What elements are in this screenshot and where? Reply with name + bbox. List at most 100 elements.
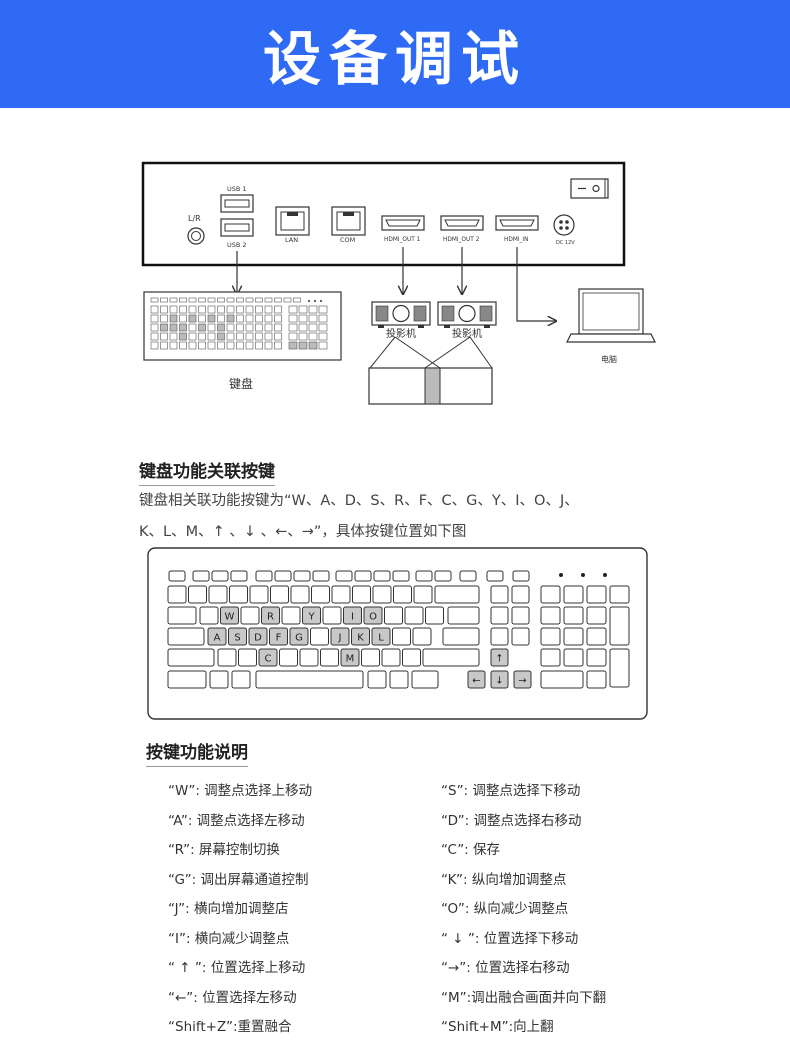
projector2-label: 投影机 [452,327,482,340]
mini-key [226,323,235,332]
key [389,670,409,689]
key-label: R [267,612,274,623]
mini-key [169,341,178,350]
mini-key [188,305,197,314]
key [270,585,289,604]
key [249,585,269,604]
key-i: I [343,606,362,625]
key [586,670,607,689]
key [413,585,433,604]
keyboard-label: 键盘 [229,376,253,391]
mini-key [179,341,187,350]
key [392,570,410,582]
key [335,570,353,582]
projector-icon [371,301,431,328]
mini-key [207,305,216,314]
key [425,606,444,625]
key-label: F [276,633,282,644]
key-label: S [234,633,240,644]
key [361,648,380,667]
key [442,627,480,646]
key-up: ↑ [490,648,509,667]
keys-description-line2: K、L、M、↑ 、↓ 、←、→”，具体按键位置如下图 [139,524,467,540]
key [511,627,530,646]
function-item: “←”: 位置选择左移动 [168,989,297,1006]
com-label: COM [340,236,355,244]
mini-key [217,314,225,323]
mini-key [150,314,159,323]
mini-key [217,332,225,341]
mini-key [318,323,328,332]
key [167,648,215,667]
mini-key [288,332,298,341]
mini-key [198,305,206,314]
keyboard-illustration [143,291,342,361]
usb1-label: USB 1 [227,185,247,193]
mini-key [308,341,318,350]
mini-key [274,332,282,341]
key [422,648,480,667]
mini-key [207,341,216,350]
mini-key [207,323,216,332]
mini-key [198,341,206,350]
mini-key [298,305,308,314]
mini-key [245,305,254,314]
key [381,648,401,667]
mini-key [160,314,168,323]
mini-key [188,341,197,350]
mini-key [226,314,235,323]
mini-key [308,305,318,314]
key [208,585,228,604]
mini-key [207,332,216,341]
key [312,570,330,582]
key [373,570,391,582]
mini-key [169,323,178,332]
mini-key [288,314,298,323]
mini-key [226,332,235,341]
usb2-label: USB 2 [227,241,247,249]
function-item: “K”: 纵向增加调整点 [441,871,567,888]
mini-key [160,332,168,341]
key-y: Y [302,606,321,625]
key [490,585,509,604]
key [211,570,229,582]
mini-key [236,341,244,350]
key [238,648,257,667]
mini-key [226,341,235,350]
key [434,570,452,582]
key-label: ↑ [495,654,503,665]
mini-key [308,332,318,341]
function-item: “C”: 保存 [441,842,501,858]
mini-key [274,305,282,314]
projection-beams [369,336,493,369]
projector-icon [437,301,497,328]
key [229,585,248,604]
key [311,585,330,604]
mini-key [288,323,298,332]
mini-key [283,297,292,303]
mini-key [255,341,263,350]
function-item: “ ↓ ”: 位置选择下移动 [441,930,579,947]
mini-key [298,323,308,332]
mini-key [298,341,308,350]
mini-key [288,305,298,314]
hdmi-in-label: HDMI_IN [504,237,528,243]
key-o: O [363,606,383,625]
key-label: A [214,633,221,644]
function-item: “Shift+M”:向上翻 [441,1019,554,1035]
key-w: W [220,606,239,625]
key [168,570,186,582]
mini-key [298,332,308,341]
key-s: S [228,627,247,646]
com-port-icon [331,206,366,236]
mini-key [160,297,168,303]
mini-key [188,297,197,303]
function-item: “W”: 调整点选择上移动 [168,783,313,799]
indicator-light [603,573,607,577]
mini-key [188,332,197,341]
key [563,627,584,646]
mini-key [274,323,282,332]
mini-key [207,297,216,303]
mini-key [207,314,216,323]
